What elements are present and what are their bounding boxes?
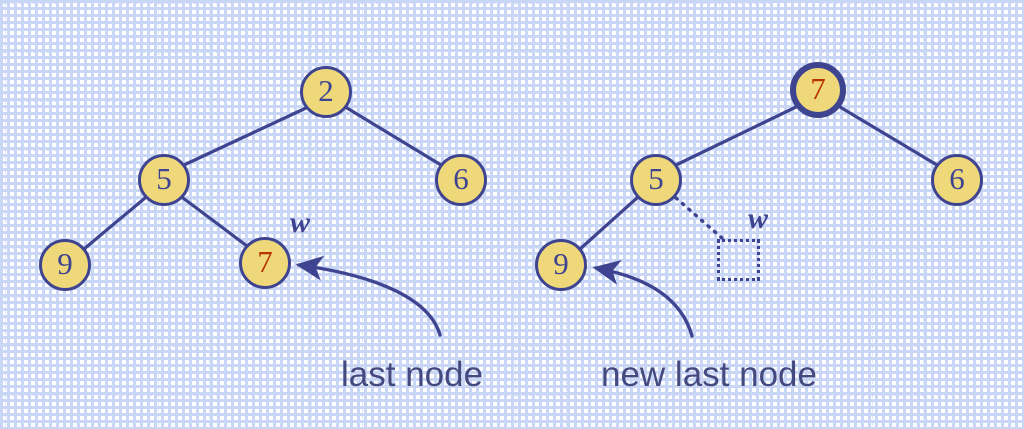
node-after-6[interactable]: 6: [931, 154, 983, 206]
node-label: 5: [156, 160, 172, 196]
node-label: 5: [648, 160, 664, 196]
edge-5-9: [82, 196, 147, 251]
node-before-7-last[interactable]: 7: [239, 237, 291, 289]
removed-node-placeholder: [717, 239, 760, 281]
marker-w-left: w: [290, 206, 311, 239]
edge-group-before: [82, 106, 443, 251]
node-after-5[interactable]: 5: [630, 154, 682, 206]
edge-5-9-after: [578, 196, 639, 251]
arrow-last-node: [295, 255, 442, 337]
edge-7-5: [674, 105, 798, 167]
node-label: 6: [453, 160, 469, 196]
caption-new-last-node: new last node: [601, 355, 817, 394]
node-before-root[interactable]: 2: [300, 66, 352, 118]
node-label: 2: [318, 72, 334, 108]
edge-group-after: [578, 105, 939, 251]
node-label: 9: [57, 245, 73, 281]
edge-2-6: [345, 106, 443, 167]
caption-last-node: last node: [341, 355, 484, 394]
node-label: 7: [257, 243, 273, 279]
edge-removed-dotted: [674, 196, 724, 240]
node-before-5[interactable]: 5: [138, 154, 190, 206]
node-after-9-new-last[interactable]: 9: [535, 239, 587, 291]
node-label: 6: [949, 160, 965, 196]
marker-w-right: w: [748, 202, 769, 235]
node-label: 9: [553, 245, 569, 281]
arrow-new-last-node: [592, 259, 694, 338]
edge-2-5: [182, 106, 308, 167]
edge-5-7: [181, 196, 249, 248]
node-before-9[interactable]: 9: [39, 239, 91, 291]
node-after-root-highlighted[interactable]: 7: [790, 62, 846, 118]
node-before-6[interactable]: 6: [435, 154, 487, 206]
edge-7-6: [838, 105, 939, 167]
node-label: 7: [810, 70, 826, 106]
